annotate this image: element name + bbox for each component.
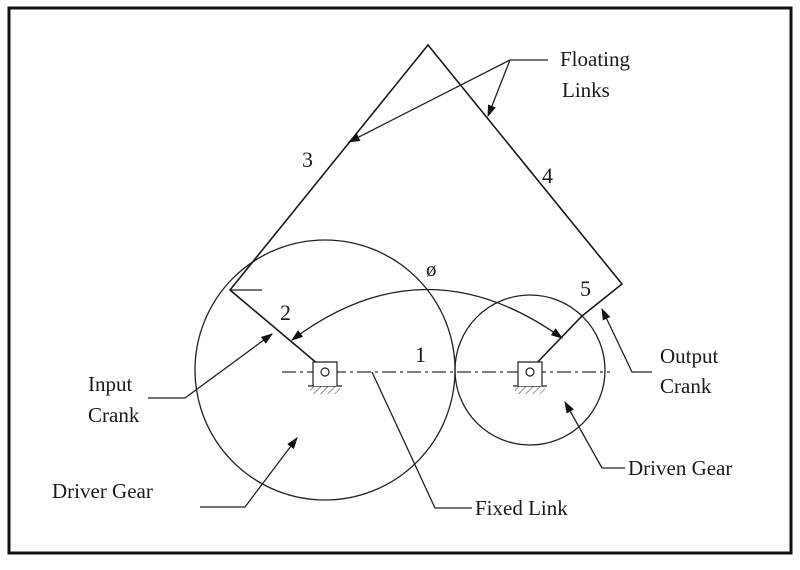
link-number-5: 5 <box>580 276 591 301</box>
linkage-chain <box>228 43 624 371</box>
driver-ground-pivot <box>308 361 342 394</box>
driven-gear-circle <box>454 294 606 446</box>
label-driven-gear: Driven Gear <box>628 456 732 480</box>
label-phase-angle: ø <box>426 257 437 281</box>
floating-links-leader-2 <box>487 59 511 118</box>
label-output-crank-1: Output <box>660 344 719 368</box>
link-number-4: 4 <box>542 163 553 188</box>
link-number-1: 1 <box>415 342 426 367</box>
label-input-crank-1: Input <box>88 372 132 396</box>
driver-gear-leader <box>200 437 298 508</box>
link-number-2: 2 <box>280 300 291 325</box>
diagram-border <box>7 6 793 555</box>
label-input-crank-2: Crank <box>88 403 140 427</box>
driven-gear-leader <box>564 400 625 469</box>
driven-ground-pivot <box>513 361 547 394</box>
label-driver-gear: Driver Gear <box>52 479 153 503</box>
fixed-link-leader <box>371 371 472 509</box>
label-output-crank-2: Crank <box>660 374 712 398</box>
link-number-3: 3 <box>302 147 313 172</box>
output-crank-leader <box>601 307 652 373</box>
label-floating-links-1: Floating <box>560 47 631 71</box>
floating-links-leader <box>347 59 548 143</box>
label-floating-links-2: Links <box>562 78 610 102</box>
label-fixed-link: Fixed Link <box>475 496 568 520</box>
phase-angle-arc <box>291 288 563 341</box>
input-crank-leader <box>148 333 273 399</box>
